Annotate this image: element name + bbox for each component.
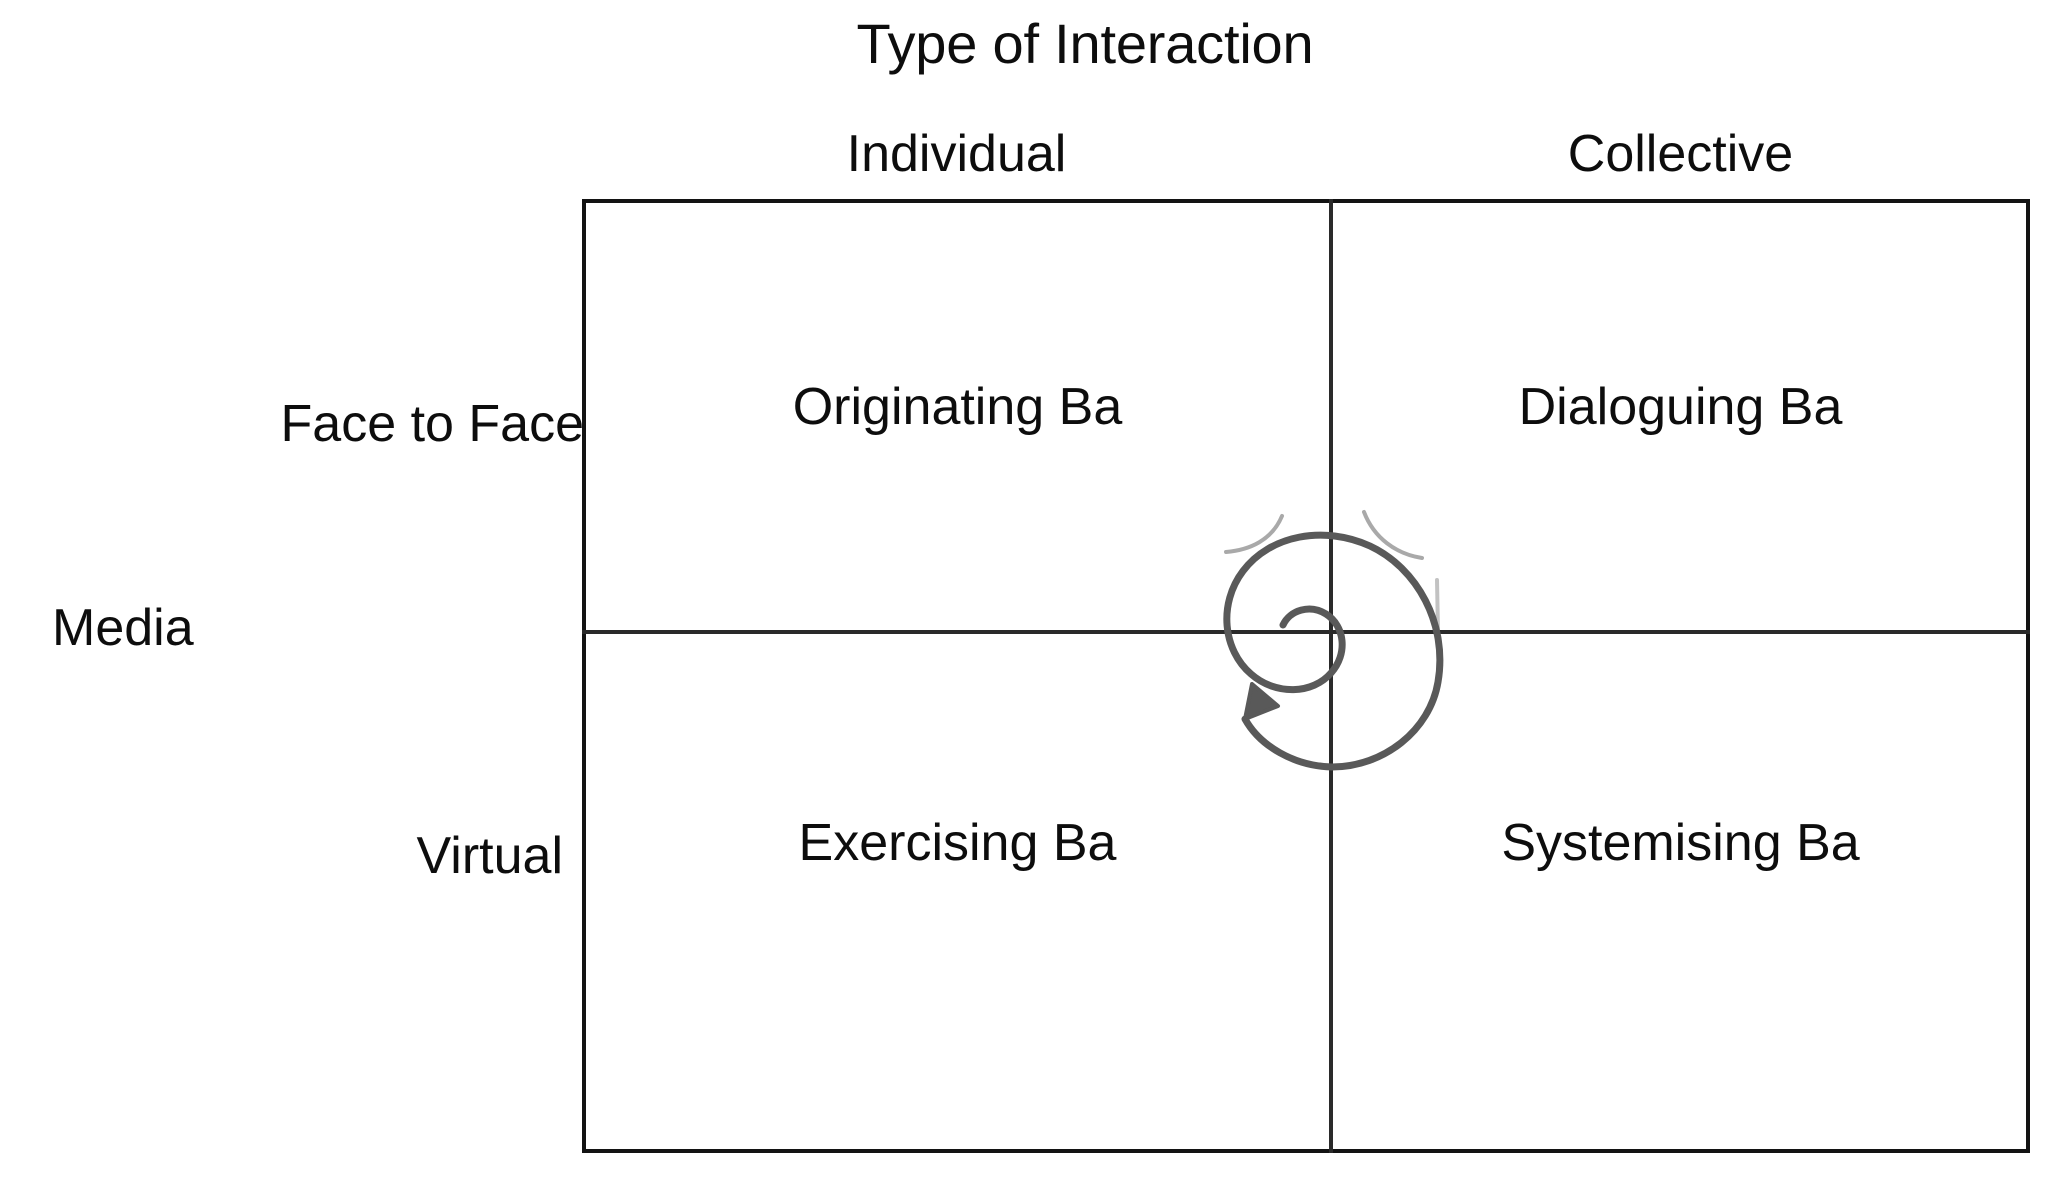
diagram-title: Type of Interaction xyxy=(0,16,2066,72)
quadrant-label-dialoguing-ba: Dialoguing Ba xyxy=(1518,378,1843,436)
quadrant-exercising-ba[interactable]: Exercising Ba xyxy=(586,634,1329,1151)
quadrant-label-originating-ba: Originating Ba xyxy=(792,378,1123,436)
diagram-title-text: Type of Interaction xyxy=(856,12,1314,75)
quadrant-originating-ba[interactable]: Originating Ba xyxy=(586,203,1329,630)
column-header-individual: Individual xyxy=(846,125,1067,183)
quadrant-label-exercising-ba: Exercising Ba xyxy=(798,814,1117,872)
row-label-face-to-face: Face to Face xyxy=(280,395,584,453)
quadrant-label-systemising-ba: Systemising Ba xyxy=(1501,814,1860,872)
column-header-collective: Collective xyxy=(1567,125,1794,183)
quadrant-dialoguing-ba[interactable]: Dialoguing Ba xyxy=(1333,203,2028,630)
row-label-virtual: Virtual xyxy=(416,827,563,885)
quadrant-systemising-ba[interactable]: Systemising Ba xyxy=(1333,634,2028,1151)
axis-label-media: Media xyxy=(52,599,194,657)
